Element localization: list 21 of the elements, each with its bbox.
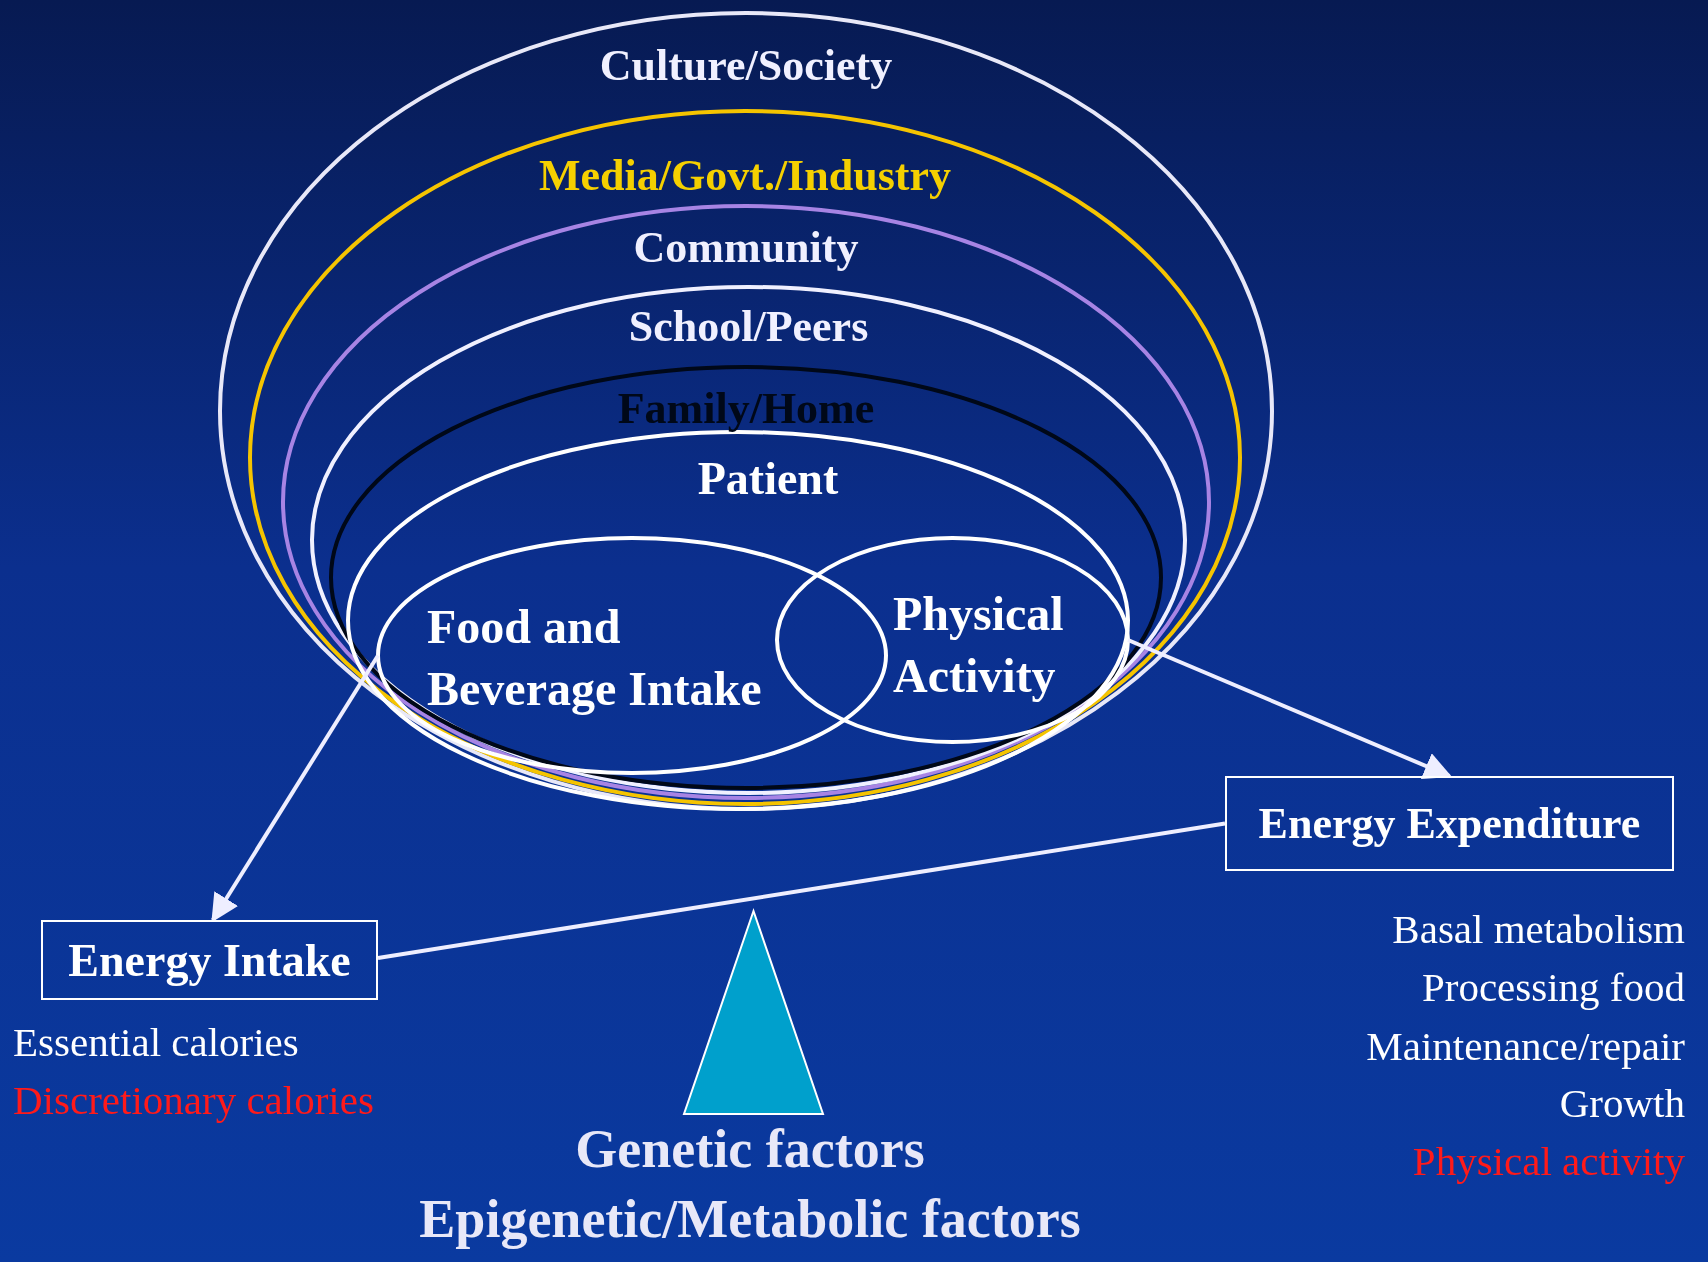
node-caption: Physical activity	[1412, 1139, 1685, 1185]
node-caption: Discretionary calories	[13, 1078, 374, 1124]
ring-label: Food and Beverage Intake	[427, 599, 763, 718]
factor-label: Epigenetic/Metabolic factors	[419, 1188, 1081, 1250]
ring-label: School/Peers	[628, 301, 869, 352]
connector-line	[377, 821, 1226, 960]
ring-label: Culture/Society	[599, 40, 893, 91]
ring-label: Community	[633, 222, 859, 273]
arrow	[211, 654, 380, 923]
ring-label: Physical Activity	[893, 586, 1065, 705]
label-box: Energy Expenditure	[1225, 776, 1674, 871]
factor-label: Genetic factors	[575, 1118, 925, 1180]
node-caption: Maintenance/repair	[1366, 1024, 1685, 1070]
ring-label: Media/Govt./Industry	[539, 150, 951, 201]
node-caption: Processing food	[1421, 965, 1685, 1011]
label-box: Energy Intake	[41, 920, 378, 1000]
ring-label: Patient	[697, 452, 839, 505]
node-caption: Basal metabolism	[1392, 907, 1685, 953]
ring-label: Family/Home	[617, 383, 875, 434]
node-caption: Growth	[1559, 1081, 1685, 1127]
node-caption: Essential calories	[13, 1020, 299, 1066]
